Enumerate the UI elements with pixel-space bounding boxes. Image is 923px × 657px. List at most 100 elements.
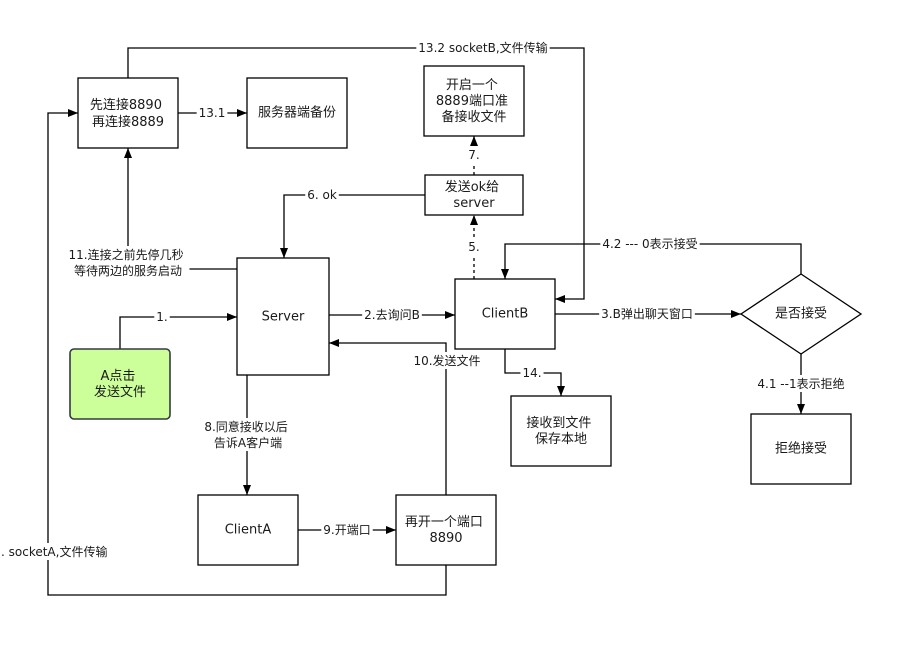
node-send-ok-line2: server <box>453 196 495 211</box>
edge-12-label: . socketA,文件传输 <box>1 544 107 559</box>
edge-label-background <box>362 307 422 323</box>
edge-5-label: 5. <box>468 240 479 254</box>
node-a-send-box <box>69 348 171 420</box>
edge-13-2-label: 13.2 socketB,文件传输 <box>418 40 547 55</box>
node-open-8890-line2: 8890 <box>429 531 462 546</box>
node-open-8890-box <box>395 494 497 566</box>
node-server-backup-text: 服务器端备份 <box>258 105 336 121</box>
node-open-8889-line1: 开启一个 <box>446 78 498 93</box>
edge-label-background <box>154 309 170 325</box>
node-accept-decision: 是否接受 <box>739 273 863 355</box>
edge-label-background <box>755 375 847 392</box>
edge-label-background <box>0 543 110 560</box>
edge-1-a-to-server: 1. <box>119 309 237 349</box>
edge-label-background <box>520 365 544 381</box>
edge-13-2-line <box>127 47 585 303</box>
node-a-send-line2: 发送文件 <box>94 384 146 400</box>
node-receive-save-line1: 接收到文件 <box>526 415 591 431</box>
node-accept-decision-diamond <box>739 273 863 355</box>
edge-4-2-decision-to-clientb: 4.2 --- 0表示接受 <box>501 235 802 279</box>
edge-4-2-label: 4.2 --- 0表示接受 <box>602 236 697 251</box>
edge-label-background <box>411 352 483 369</box>
node-client-a: ClientA <box>197 494 299 566</box>
edge-label-background <box>600 235 700 252</box>
node-receive-save-text: 接收到文件 保存本地 <box>526 415 595 447</box>
edge-10-open-8890-to-server: 10.发送文件 <box>329 339 483 495</box>
edge-7-send-ok-to-open-8889: 7. <box>466 136 482 175</box>
edge-2-server-to-clientb: 2.去询问B <box>329 307 455 323</box>
node-client-a-text: ClientA <box>225 523 272 538</box>
edge-8-label-line1: 8.同意接收以后 <box>204 419 287 434</box>
edge-11-server-to-connect: 11.连接之前先停几秒 等待两边的服务启动 <box>66 148 237 279</box>
node-accept-decision-text: 是否接受 <box>775 306 827 322</box>
edge-label-background <box>416 39 550 56</box>
edge-12-open-8890-to-connect: . socketA,文件传输 <box>0 109 447 596</box>
edge-8-label-line2: 告诉A客户端 <box>214 435 282 450</box>
edge-5-clientb-to-send-ok: 5. <box>466 215 482 279</box>
edge-label-background <box>599 306 695 322</box>
node-server-backup: 服务器端备份 <box>246 77 348 149</box>
node-open-8889-line3: 备接收文件 <box>441 109 506 125</box>
edge-10-line <box>329 339 447 495</box>
edge-13-1-connect-to-backup: 13.1 <box>178 105 247 121</box>
node-open-8889-text: 开启一个 8889端口准 备接收文件 <box>436 78 512 125</box>
edge-7-label: 7. <box>468 148 479 162</box>
edge-6-label: 6. ok <box>307 188 337 202</box>
edge-11-label: 11.连接之前先停几秒 等待两边的服务启动 <box>69 247 188 278</box>
edge-1-label: 1. <box>156 310 167 324</box>
node-client-b: ClientB <box>454 278 556 350</box>
node-open-8889-box <box>423 65 525 137</box>
node-open-8889-line2: 8889端口准 <box>436 94 508 109</box>
node-client-a-box <box>197 494 299 566</box>
edge-label-background <box>466 239 482 255</box>
edge-11-label-line2: 等待两边的服务启动 <box>74 263 182 278</box>
node-connect-line1: 先连接8890 <box>90 97 162 113</box>
edge-9-label: 9.开端口 <box>323 523 370 537</box>
node-reject: 拒绝接受 <box>750 413 852 485</box>
edge-11-label-line1: 11.连接之前先停几秒 <box>69 247 184 262</box>
node-send-ok-box <box>424 174 524 216</box>
node-client-b-text: ClientB <box>482 307 529 322</box>
node-send-ok-text: 发送ok给 server <box>445 179 504 211</box>
edge-8-server-to-clienta: 8.同意接收以后 告诉A客户端 <box>202 375 294 495</box>
node-connect-line2: 再连接8889 <box>92 114 164 130</box>
node-send-ok: 发送ok给 server <box>424 174 524 216</box>
edge-10-label: 10.发送文件 <box>413 353 480 368</box>
node-a-send-text: A点击 发送文件 <box>94 369 146 400</box>
node-server-text: Server <box>262 310 305 325</box>
edge-label-background <box>66 246 190 279</box>
edge-label-background <box>305 187 339 203</box>
edge-3-label: 3.B弹出聊天窗口 <box>601 307 693 321</box>
edge-14-clientb-to-receive: 14. <box>504 349 565 396</box>
edge-12-line <box>47 109 447 596</box>
edge-1-line <box>119 313 237 349</box>
node-receive-save-box <box>510 395 612 467</box>
edge-13-1-label: 13.1 <box>199 106 226 120</box>
edge-13-2-connect-to-clientb: 13.2 socketB,文件传输 <box>127 39 585 303</box>
node-receive-save-line2: 保存本地 <box>535 432 587 447</box>
node-reject-text: 拒绝接受 <box>775 441 827 457</box>
node-send-ok-line1: 发送ok给 <box>445 179 499 195</box>
node-connect: 先连接8890 再连接8889 <box>77 77 179 149</box>
edge-4-1-label: 4.1 --1表示拒绝 <box>757 376 844 391</box>
node-receive-save: 接收到文件 保存本地 <box>510 395 612 467</box>
edge-label-background <box>202 418 294 451</box>
edge-label-background <box>196 105 228 121</box>
node-open-8890-line1: 再开一个端口 <box>405 515 483 530</box>
node-open-8890: 再开一个端口 8890 <box>395 494 497 566</box>
edge-8-label: 8.同意接收以后 告诉A客户端 <box>204 419 291 450</box>
edge-label-background <box>321 522 373 538</box>
edge-2-label: 2.去询问B <box>364 308 420 322</box>
edge-6-line <box>280 194 425 258</box>
edge-3-clientb-to-decision: 3.B弹出聊天窗口 <box>555 306 741 322</box>
edge-4-1-decision-to-reject: 4.1 --1表示拒绝 <box>755 354 847 414</box>
node-a-send: A点击 发送文件 <box>69 348 171 420</box>
node-server: Server <box>236 257 330 376</box>
edge-9-clienta-to-open-8890: 9.开端口 <box>298 522 396 538</box>
node-client-b-box <box>454 278 556 350</box>
node-server-box <box>236 257 330 376</box>
edge-6-send-ok-to-server: 6. ok <box>280 187 425 258</box>
node-reject-box <box>750 413 852 485</box>
